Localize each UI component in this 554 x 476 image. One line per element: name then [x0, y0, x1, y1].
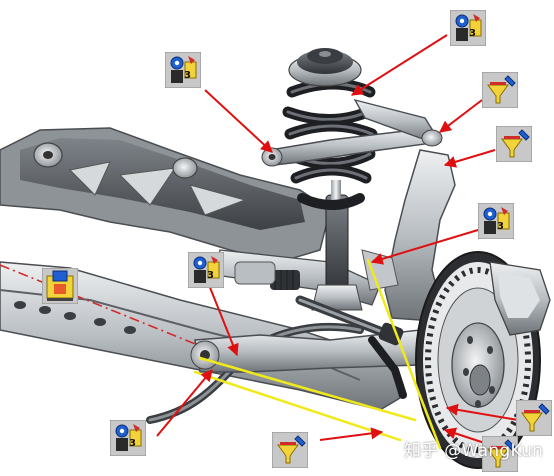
torque-tool-icon[interactable]	[110, 420, 146, 456]
strut-top-mount	[288, 48, 362, 87]
torque-tool-icon[interactable]	[165, 52, 201, 88]
alignment-line-2	[193, 370, 402, 442]
callout-arrow	[350, 34, 448, 96]
alignment-line-3	[366, 258, 442, 450]
callout-arrow	[439, 99, 483, 133]
torque-tool-icon[interactable]	[188, 252, 224, 288]
vehicle-centerline	[0, 264, 211, 351]
tie-rod	[295, 295, 407, 399]
callout-arrow	[319, 427, 384, 441]
upper-control-arm	[261, 98, 443, 167]
alignment-line-1	[198, 356, 417, 422]
callout-arrow	[445, 403, 519, 421]
callout-arrow	[204, 274, 239, 357]
callout-arrow	[204, 89, 273, 153]
fastener-replace-icon[interactable]	[42, 268, 78, 304]
callout-arrow	[156, 369, 213, 437]
alignment-lines	[193, 258, 442, 450]
grease-funnel-icon[interactable]	[496, 126, 532, 162]
grease-funnel-icon[interactable]	[482, 72, 518, 108]
torque-tool-icon[interactable]	[450, 10, 486, 46]
grease-funnel-icon[interactable]	[272, 432, 308, 468]
shock-absorber	[311, 180, 363, 311]
grease-funnel-icon[interactable]	[482, 436, 518, 472]
torque-tool-icon[interactable]	[478, 203, 514, 239]
callout-arrow	[370, 229, 479, 265]
subframe	[0, 127, 331, 263]
callout-arrow	[443, 149, 496, 168]
brake-caliper	[489, 261, 551, 336]
grease-funnel-icon[interactable]	[516, 400, 552, 436]
